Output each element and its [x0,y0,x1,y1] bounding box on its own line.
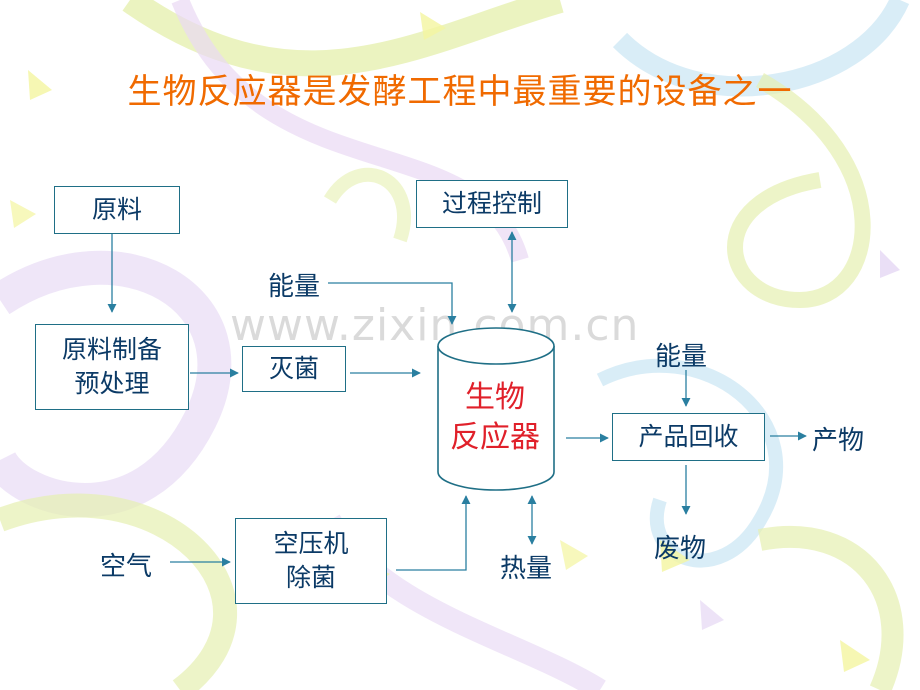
arrow-compressor-to-reactor [396,495,471,571]
node-raw-material: 原料 [54,186,180,234]
label-product: 产物 [812,426,865,456]
page-title: 生物反应器是发酵工程中最重要的设备之一 [127,72,793,112]
node-raw-prep: 原料制备 预处理 [35,324,189,410]
label-heat: 热量 [500,554,553,584]
reactor-label: 生物 反应器 [450,380,540,455]
label-energy-in: 能量 [268,272,321,302]
label-air: 空气 [100,552,153,582]
node-process-control: 过程控制 [416,180,568,228]
node-compressor: 空压机 除菌 [235,518,387,604]
label-waste: 废物 [654,534,707,564]
watermark: www.zixin.com.cn [230,300,640,351]
node-product-recovery: 产品回收 [612,413,765,461]
label-energy-recovery: 能量 [655,342,708,372]
node-sterilize: 灭菌 [242,346,346,392]
arrow-energy-to-reactor [328,282,457,325]
reactor-cylinder [437,327,555,491]
